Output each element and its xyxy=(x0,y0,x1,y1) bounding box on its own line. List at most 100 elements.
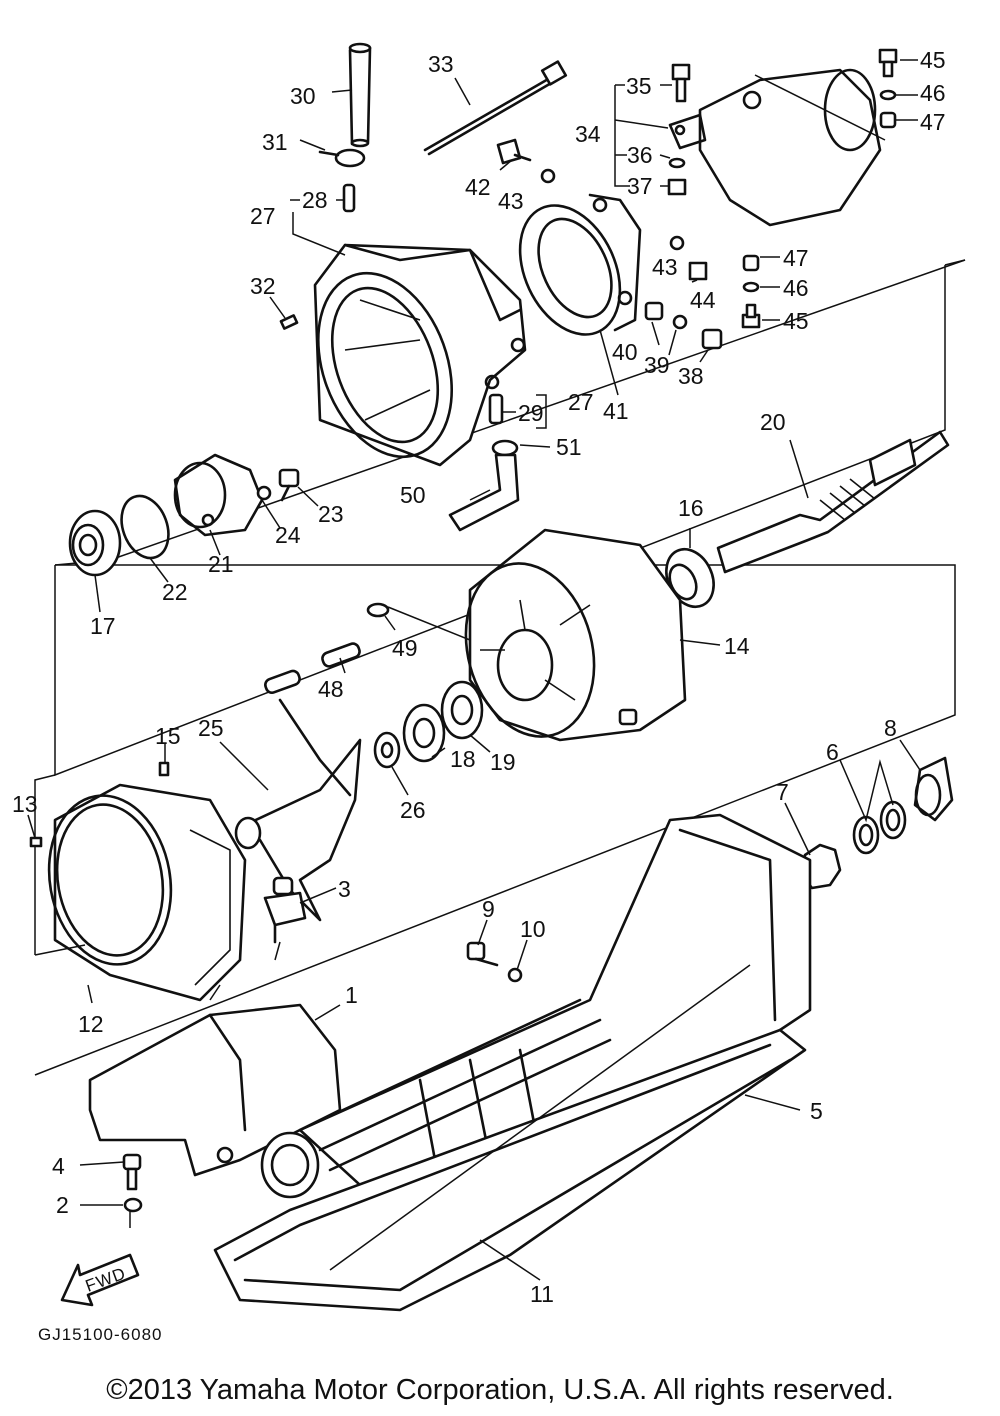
part-35-bolt xyxy=(671,63,691,103)
pump-housing-upper xyxy=(313,243,527,467)
part-12-duct xyxy=(47,783,247,1002)
label-26: 26 xyxy=(400,797,426,823)
part-1-cover xyxy=(88,1003,342,1177)
label-11: 11 xyxy=(530,1281,554,1307)
part-2-washer xyxy=(123,1197,143,1213)
label-38: 38 xyxy=(678,363,704,389)
part-6-bushings xyxy=(852,800,907,855)
leader-line-1-valve xyxy=(209,984,221,1001)
part-5-pipe-end xyxy=(260,1131,320,1199)
part-19-bearing xyxy=(440,680,484,740)
part-15-pin xyxy=(158,761,170,777)
label-4: 4 xyxy=(52,1153,65,1179)
label-30: 30 xyxy=(290,83,316,109)
part-38-bolt xyxy=(701,328,723,350)
label-34: 34 xyxy=(575,121,601,147)
label-2: 2 xyxy=(56,1192,69,1218)
part-34-steering-nozzle xyxy=(668,68,886,227)
label-5: 5 xyxy=(810,1098,823,1124)
label-43-top: 43 xyxy=(498,188,524,214)
label-20: 20 xyxy=(760,409,786,435)
part-43-washer xyxy=(540,168,556,184)
label-9: 9 xyxy=(482,896,495,922)
part-37-nut xyxy=(667,178,687,196)
label-37: 37 xyxy=(627,173,653,199)
part-49-clamp xyxy=(366,602,471,641)
label-36: 36 xyxy=(627,142,653,168)
part-4-bolt xyxy=(122,1153,142,1191)
label-6: 6 xyxy=(826,739,839,765)
label-1: 1 xyxy=(345,982,358,1008)
label-8: 8 xyxy=(884,715,897,741)
label-49: 49 xyxy=(392,635,418,661)
part-20-drive-shaft xyxy=(716,430,950,574)
part-11-intake-plate xyxy=(213,1028,807,1312)
label-18: 18 xyxy=(450,746,476,772)
label-12: 12 xyxy=(78,1011,104,1037)
part-39-washer xyxy=(672,314,688,330)
leader-line-3-down xyxy=(274,941,281,961)
fwd-arrow: FWD xyxy=(60,1253,140,1307)
label-39: 39 xyxy=(644,352,670,378)
part-18-bearing xyxy=(402,703,446,763)
label-48: 48 xyxy=(318,676,344,702)
label-17: 17 xyxy=(90,613,116,639)
label-46-top: 46 xyxy=(920,80,946,106)
part-41-ring xyxy=(518,193,642,336)
part-29-nozzle xyxy=(488,393,504,425)
label-29: 29 xyxy=(518,400,544,426)
part-10-washer xyxy=(507,967,523,983)
label-27-top: 27 xyxy=(250,203,276,229)
label-19: 19 xyxy=(490,749,516,775)
part-43-washer-2 xyxy=(669,235,685,251)
label-31: 31 xyxy=(262,129,288,155)
label-40: 40 xyxy=(612,339,638,365)
part-44-nut xyxy=(688,261,708,281)
leader-line-assembly xyxy=(329,964,751,1271)
part-31-clamp xyxy=(318,148,366,168)
label-leader-lines xyxy=(27,59,921,1281)
leader-line-12 xyxy=(34,944,86,956)
label-41: 41 xyxy=(603,398,629,424)
part-14-stator-housing xyxy=(464,528,687,742)
part-23-bolt xyxy=(278,468,300,502)
label-21: 21 xyxy=(208,551,234,577)
parts-45-46-47-upper xyxy=(878,48,898,129)
diagram-code: GJ15100-6080 xyxy=(38,1325,162,1344)
label-3: 3 xyxy=(338,876,351,902)
label-16: 16 xyxy=(678,495,704,521)
label-35: 35 xyxy=(626,73,652,99)
label-47-bottom: 47 xyxy=(783,245,809,271)
label-27-mid: 27 xyxy=(568,389,594,415)
part-21-cap xyxy=(173,453,264,537)
copyright-notice: ©2013 Yamaha Motor Corporation, U.S.A. A… xyxy=(106,1374,894,1406)
part-8-cap xyxy=(913,756,954,822)
part-25-impeller xyxy=(234,698,362,922)
label-24: 24 xyxy=(275,522,301,548)
label-45-bottom: 45 xyxy=(783,308,809,334)
label-13: 13 xyxy=(12,791,38,817)
label-10: 10 xyxy=(520,916,546,942)
label-14: 14 xyxy=(724,633,750,659)
part-51-clamp xyxy=(491,439,551,457)
part-42-bolt xyxy=(496,138,532,165)
part-28-nipple xyxy=(342,183,356,213)
label-7: 7 xyxy=(776,779,789,805)
label-22: 22 xyxy=(162,579,188,605)
label-25: 25 xyxy=(198,715,224,741)
label-15: 15 xyxy=(155,723,181,749)
label-46-bottom: 46 xyxy=(783,275,809,301)
label-51: 51 xyxy=(556,434,582,460)
part-labels: 30 31 33 27 28 32 35 34 36 37 42 43 45 4… xyxy=(12,47,946,1344)
label-44: 44 xyxy=(690,287,716,313)
label-43-right: 43 xyxy=(652,254,678,280)
label-50: 50 xyxy=(400,482,426,508)
part-33-long-bolt xyxy=(423,60,568,156)
part-9-bolt xyxy=(466,941,499,967)
part-30-pipe xyxy=(348,42,372,148)
part-32-pin xyxy=(279,314,299,330)
label-47-top: 47 xyxy=(920,109,946,135)
label-32: 32 xyxy=(250,273,276,299)
part-48-hoses xyxy=(264,642,361,695)
